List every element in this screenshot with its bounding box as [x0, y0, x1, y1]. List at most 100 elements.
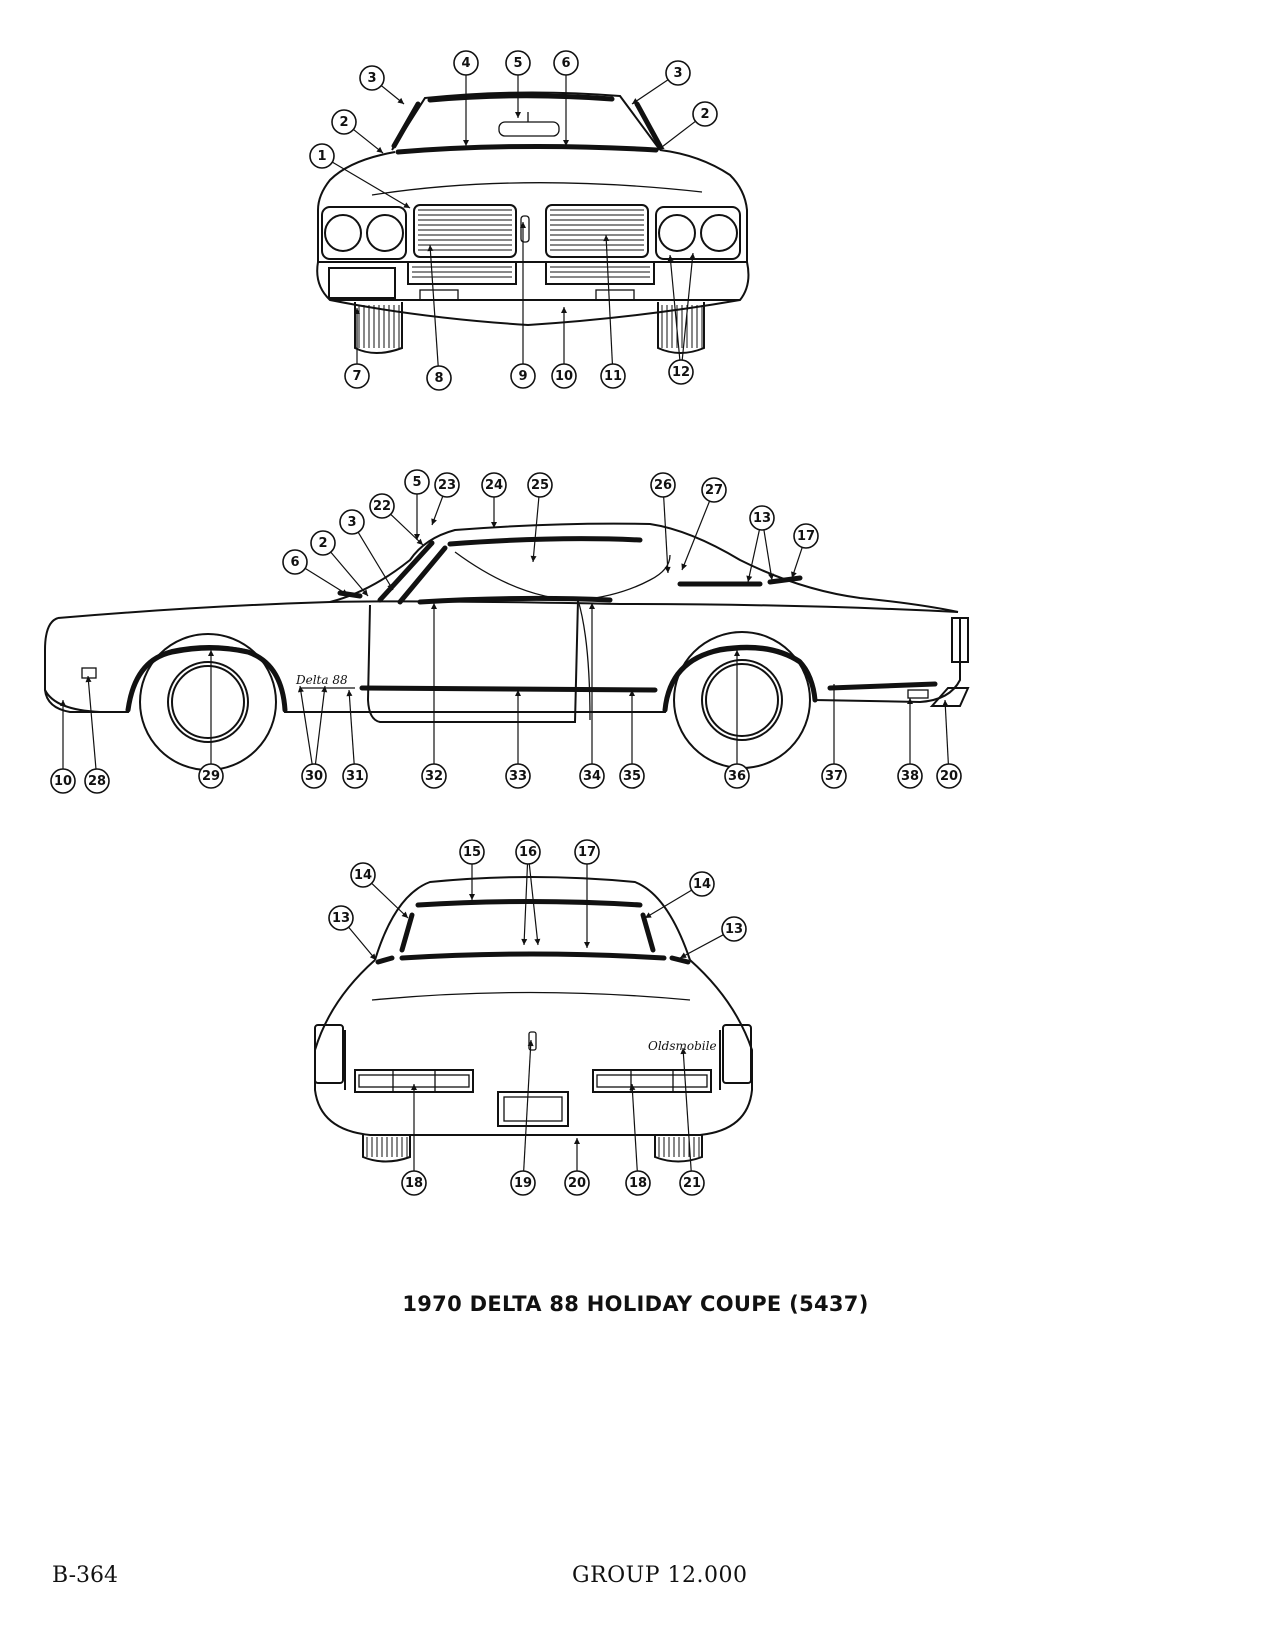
callout-circle [328, 905, 354, 931]
leader-arrowhead [491, 522, 497, 528]
leader-line [348, 926, 377, 961]
callout-number: 18 [405, 1176, 423, 1191]
leader-arrowhead [527, 1040, 534, 1047]
callout-number: 6 [290, 555, 299, 570]
callout-number: 15 [463, 845, 481, 860]
leader-arrowhead [416, 538, 423, 545]
callout-front-5: 5 [505, 50, 531, 76]
callout-side-6: 6 [282, 549, 308, 575]
callout-number: 2 [318, 536, 327, 551]
leader-line [669, 254, 681, 361]
callout-side-3: 3 [339, 509, 365, 535]
leader-line [679, 934, 724, 959]
callout-number: 22 [373, 499, 391, 514]
callout-rear-14: 14 [350, 862, 376, 888]
leader-arrowhead [680, 1048, 687, 1055]
callout-side-27: 27 [701, 477, 727, 503]
callout-side-5: 5 [404, 469, 430, 495]
leader-line [523, 1039, 532, 1172]
leader-arrowhead [664, 566, 671, 573]
leader-arrowhead [530, 555, 537, 562]
callout-circle [434, 472, 460, 498]
callout-circle [510, 363, 536, 389]
callout-circle [701, 477, 727, 503]
leader-line [631, 1083, 638, 1172]
leader-line [605, 234, 614, 365]
callout-number: 2 [700, 107, 709, 122]
leader-arrowhead [584, 942, 590, 948]
callout-circle [625, 1170, 651, 1196]
callout-number: 9 [518, 369, 527, 384]
callout-circle [309, 143, 335, 169]
leader-line [657, 120, 696, 151]
leader-arrowhead [574, 1138, 580, 1144]
leader-arrowhead [689, 253, 696, 260]
leader-arrowhead [361, 589, 368, 596]
leader-line [681, 500, 711, 571]
leader-arrowhead [411, 1084, 417, 1090]
callout-number: 33 [509, 769, 527, 784]
callout-rear-13: 13 [721, 916, 747, 942]
diagram-caption: 1970 DELTA 88 HOLIDAY COUPE (5437) [402, 1292, 869, 1316]
callout-number: 35 [623, 769, 641, 784]
leader-arrowhead [520, 222, 526, 228]
leader-arrowhead [321, 686, 328, 693]
leader-arrowhead [589, 603, 595, 609]
leader-arrowhead [463, 140, 469, 146]
leader-line [682, 1047, 692, 1172]
callout-number: 13 [753, 511, 771, 526]
callout-circle [668, 359, 694, 385]
leader-arrowhead [791, 571, 797, 578]
leader-arrowhead [632, 98, 639, 104]
leader-arrowhead [85, 676, 92, 683]
callout-circle [936, 763, 962, 789]
callout-side-34: 34 [579, 763, 605, 789]
callout-circle [721, 916, 747, 942]
callout-number: 31 [346, 769, 364, 784]
leader-line [532, 496, 540, 563]
callout-number: 29 [202, 769, 220, 784]
callout-circle [724, 763, 750, 789]
leader-arrowhead [907, 698, 913, 704]
callout-number: 5 [412, 475, 421, 490]
leader-arrowhead [942, 700, 949, 707]
leader-arrowhead [297, 686, 304, 693]
leader-line [304, 567, 349, 596]
callout-circle [553, 50, 579, 76]
leader-arrowhead [515, 690, 521, 696]
callout-number: 3 [347, 515, 356, 530]
callout-number: 20 [940, 769, 958, 784]
callout-rear-17: 17 [574, 839, 600, 865]
callout-number: 28 [88, 774, 106, 789]
callout-side-26: 26 [650, 472, 676, 498]
callout-number: 17 [797, 529, 815, 544]
callout-side-23: 23 [434, 472, 460, 498]
callout-circle [579, 763, 605, 789]
callout-circle [692, 101, 718, 127]
callout-front-8: 8 [426, 365, 452, 391]
leader-arrowhead [629, 690, 635, 696]
callout-number: 8 [434, 371, 443, 386]
callout-circle [665, 60, 691, 86]
callout-circle [350, 862, 376, 888]
callout-circle [453, 50, 479, 76]
leader-line [631, 79, 669, 105]
leader-line [747, 529, 761, 583]
leader-arrowhead [387, 583, 393, 590]
callout-number: 19 [514, 1176, 532, 1191]
leader-line [763, 529, 773, 581]
callout-number: 37 [825, 769, 843, 784]
callout-circle [749, 505, 775, 531]
callout-side-31: 31 [342, 763, 368, 789]
callout-side-17: 17 [793, 523, 819, 549]
leader-arrowhead [561, 307, 567, 313]
callout-circle [821, 763, 847, 789]
callout-number: 2 [339, 115, 348, 130]
callout-number: 5 [513, 56, 522, 71]
callout-front-3: 3 [665, 60, 691, 86]
leader-arrowhead [768, 573, 775, 580]
callout-side-22: 22 [369, 493, 395, 519]
callout-side-33: 33 [505, 763, 531, 789]
callout-number: 1 [317, 149, 326, 164]
callout-side-32: 32 [421, 763, 447, 789]
